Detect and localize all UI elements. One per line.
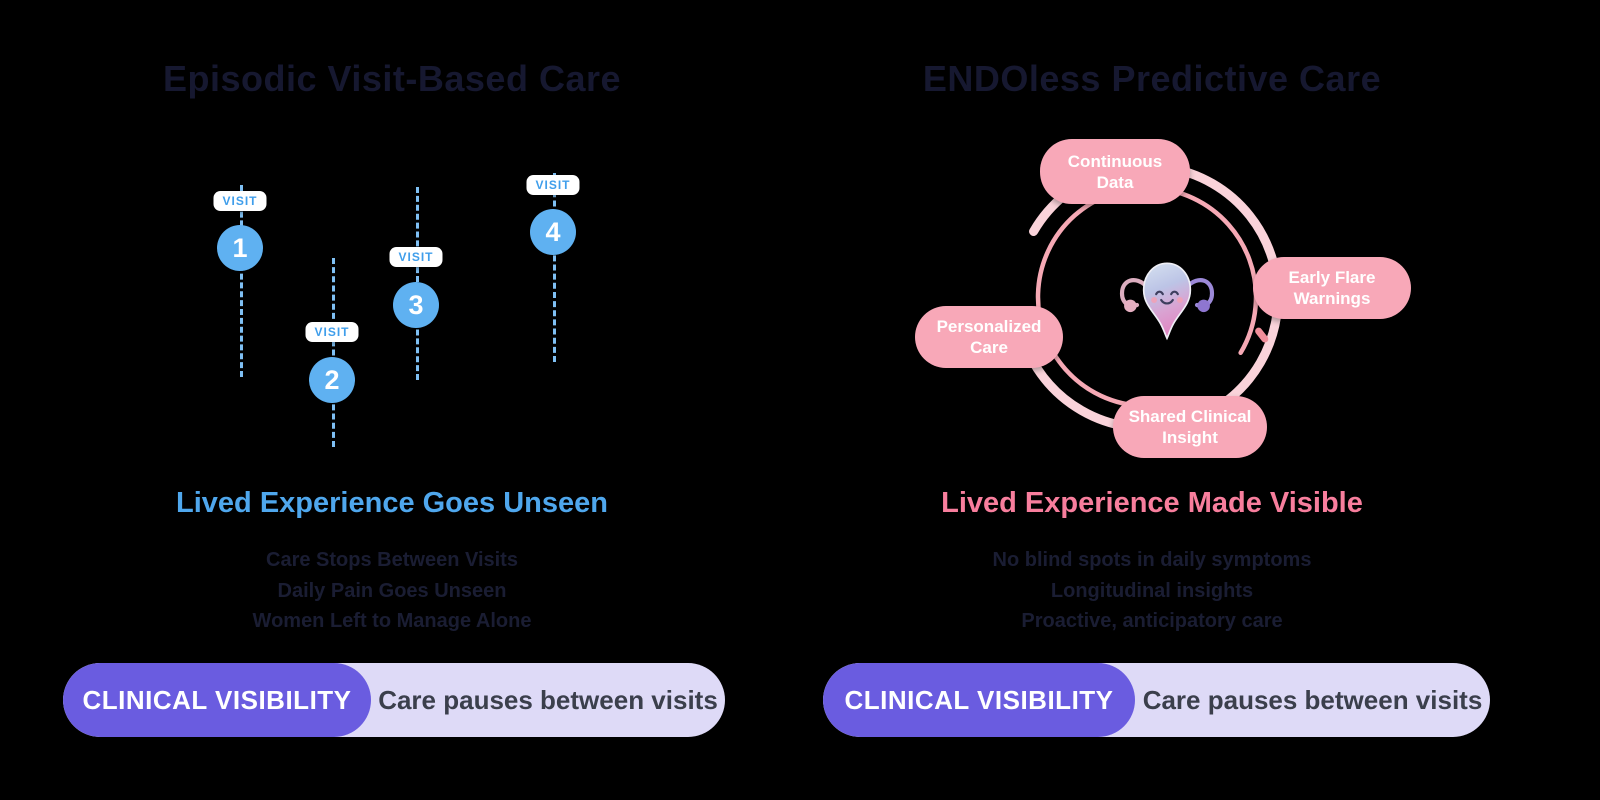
visit-3-circle: 3 — [393, 282, 439, 328]
pill-personalized-care: Personalized Care — [915, 306, 1063, 368]
visit-4-circle: 4 — [530, 209, 576, 255]
panel-predictive-care: ENDOless Predictive Care — [800, 0, 1600, 800]
left-badge-tag: CLINICAL VISIBILITY — [63, 663, 371, 737]
right-subline-2: Longitudinal insights — [1050, 579, 1254, 602]
ring-accent-tick — [1255, 327, 1269, 343]
uterus-mascot-icon — [1119, 262, 1215, 341]
visit-3-tag: VISIT — [389, 247, 443, 267]
mascot-right-cheek — [1176, 297, 1183, 303]
visit-2-dashed-line — [332, 258, 335, 447]
pill-shared-clinical-insight: Shared Clinical Insight — [1113, 396, 1267, 458]
right-panel-title: ENDOless Predictive Care — [922, 58, 1382, 99]
left-ovary — [1124, 299, 1137, 313]
left-subline-1: Care Stops Between Visits — [266, 549, 518, 571]
visit-1-dashed-line — [240, 185, 243, 377]
right-sublines: No blind spots in daily symptoms Longitu… — [800, 545, 1504, 637]
right-ovary — [1197, 299, 1210, 313]
visit-1-tag: VISIT — [213, 191, 267, 211]
pill-early-flare-warnings: Early Flare Warnings — [1253, 257, 1411, 319]
outer-ring-arc — [1011, 161, 1283, 433]
visit-4-dashed-line — [553, 173, 556, 362]
visit-2-circle: 2 — [309, 357, 355, 403]
left-clinical-visibility-badge: CLINICAL VISIBILITY Care pauses between … — [63, 663, 725, 737]
mascot-right-eye — [1170, 290, 1179, 296]
left-panel-title: Episodic Visit-Based Care — [163, 58, 621, 99]
uterus-body — [1142, 262, 1192, 341]
mascot-smile — [1160, 298, 1174, 305]
panel-episodic-care: Episodic Visit-Based Care VISIT 1 VISIT … — [0, 58, 784, 737]
mascot-left-eye — [1155, 290, 1164, 296]
left-badge-text: Care pauses between visits — [378, 684, 718, 715]
visit-2-tag: VISIT — [305, 322, 359, 342]
mascot-left-cheek — [1151, 297, 1158, 303]
left-subline-2: Daily Pain Goes Unseen — [277, 579, 507, 602]
right-badge-text: Care pauses between visits — [1142, 684, 1483, 715]
right-headline: Lived Experience Made Visible — [941, 487, 1363, 519]
right-badge-tag: CLINICAL VISIBILITY — [823, 663, 1135, 737]
left-sublines: Care Stops Between Visits Daily Pain Goe… — [0, 545, 784, 637]
left-headline: Lived Experience Goes Unseen — [176, 487, 608, 519]
visit-4-tag: VISIT — [526, 175, 580, 195]
visit-1-circle: 1 — [217, 225, 263, 271]
pill-continuous-data: Continuous Data — [1040, 139, 1190, 204]
left-subline-3: Women Left to Manage Alone — [252, 610, 532, 632]
right-subline-3: Proactive, anticipatory care — [1021, 610, 1283, 632]
right-subline-1: No blind spots in daily symptoms — [992, 549, 1312, 571]
right-clinical-visibility-badge: CLINICAL VISIBILITY Care pauses between … — [823, 663, 1490, 737]
